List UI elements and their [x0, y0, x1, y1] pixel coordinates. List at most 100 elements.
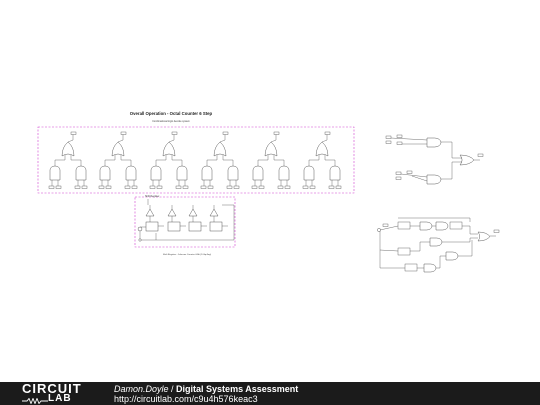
probe-label [233, 185, 240, 189]
probe-label [55, 185, 62, 189]
probe-label [105, 185, 112, 189]
probe-label [493, 229, 500, 233]
d-flip-flop [209, 221, 223, 232]
shift-register-circuit [137, 199, 235, 242]
probe-label [396, 134, 403, 138]
probe-label [149, 185, 156, 189]
and-gate [445, 251, 459, 261]
probe-label [395, 171, 402, 175]
probe-label [200, 185, 207, 189]
footer-bar: CIRCUIT LAB Damon.Doyle / Digital System… [0, 382, 540, 405]
probe-label [477, 153, 484, 157]
logic-block [449, 221, 463, 230]
probe-label [277, 185, 284, 189]
probe-label [302, 185, 309, 189]
probe-label [124, 185, 131, 189]
probe-label [385, 140, 392, 144]
buffer [188, 208, 198, 217]
and-gate [75, 165, 87, 181]
schematic-subtitle: Combinational logic decode system [152, 120, 190, 123]
and-gate [278, 165, 290, 181]
or-gate [459, 154, 475, 166]
buffer [145, 208, 155, 217]
buffer [167, 208, 177, 217]
circuitlab-logo[interactable]: CIRCUIT LAB [22, 381, 94, 404]
and-gate [329, 165, 341, 181]
schematic-canvas[interactable]: Overall Operation - Octal Counter 6 Step… [0, 0, 540, 382]
logic-network-circuit [377, 217, 500, 273]
d-flip-flop [167, 221, 181, 232]
and-gate [429, 237, 443, 247]
probe-label [284, 185, 291, 189]
shift-register-title: Shift Register [145, 195, 160, 198]
probe-label [156, 185, 163, 189]
or-gate [264, 141, 278, 157]
project-line: Damon.Doyle / Digital Systems Assessment [114, 384, 298, 394]
input-node [377, 228, 381, 232]
and-gate [176, 165, 188, 181]
or-of-ands-circuit [385, 134, 484, 185]
probe-label [207, 185, 214, 189]
probe-label [324, 131, 331, 135]
probe-label [395, 176, 402, 180]
probe-label [74, 185, 81, 189]
and-gate [435, 221, 449, 231]
probe-label [396, 141, 403, 145]
and-gate [125, 165, 137, 181]
author-link[interactable]: Damon.Doyle [114, 384, 169, 394]
or-gate [111, 141, 125, 157]
and-gate [419, 221, 433, 231]
and-gate [423, 263, 437, 273]
probe-label [120, 131, 127, 135]
and-gate [426, 174, 442, 185]
probe-label [309, 185, 316, 189]
project-title[interactable]: Digital Systems Assessment [176, 384, 299, 394]
decoder-group-box [37, 126, 355, 194]
and-gate [49, 165, 61, 181]
logo-text-top: CIRCUIT [22, 381, 82, 396]
probe-label [48, 185, 55, 189]
probe-label [226, 185, 233, 189]
and-gate [252, 165, 264, 181]
logic-block [404, 263, 418, 272]
or-gate [61, 141, 75, 157]
probe-label [171, 131, 178, 135]
probe-label [81, 185, 88, 189]
clock-source [137, 226, 143, 232]
probe-label [251, 185, 258, 189]
probe-label [131, 185, 138, 189]
logo-text-bottom: LAB [48, 393, 72, 404]
and-gate [426, 137, 442, 148]
path-separator: / [168, 384, 177, 394]
or-gate [213, 141, 227, 157]
buffer [209, 208, 219, 217]
probe-label [328, 185, 335, 189]
probe-label [98, 185, 105, 189]
shift-register-box [134, 196, 236, 248]
resistor-icon [22, 398, 48, 404]
probe-label [406, 170, 413, 174]
d-flip-flop [145, 221, 159, 232]
decoder-array [48, 131, 342, 189]
logic-block [397, 221, 411, 230]
probe-label [70, 131, 77, 135]
logic-block [397, 247, 411, 256]
or-gate [162, 141, 176, 157]
probe-label [273, 131, 280, 135]
probe-label [222, 131, 229, 135]
probe-label [382, 223, 389, 227]
shift-register-caption: Shift Register - Johnson Counter 4-Bit (… [163, 253, 211, 256]
and-gate [201, 165, 213, 181]
and-gate [303, 165, 315, 181]
and-gate [99, 165, 111, 181]
probe-label [175, 185, 182, 189]
ground-node [138, 238, 142, 242]
project-url[interactable]: http://circuitlab.com/c9u4h576keac3 [114, 394, 258, 404]
d-flip-flop [188, 221, 202, 232]
probe-label [258, 185, 265, 189]
probe-label [385, 135, 392, 139]
or-gate [315, 141, 329, 157]
schematic-title: Overall Operation - Octal Counter 6 Step [130, 111, 213, 116]
and-gate [150, 165, 162, 181]
and-gate [227, 165, 239, 181]
